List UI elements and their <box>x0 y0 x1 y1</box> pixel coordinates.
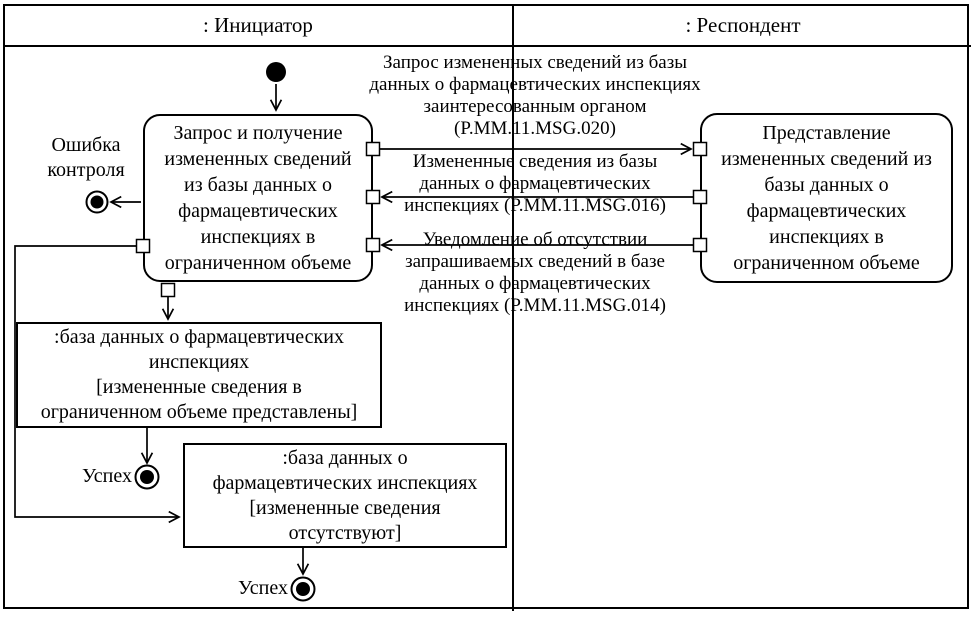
lane-title-initiator: : Инициатор <box>203 13 313 37</box>
activity-initiator-request: Запрос и получение измененных сведений и… <box>143 114 373 282</box>
object-db-provided: :база данных о фармацевтических инспекци… <box>16 322 382 428</box>
success-final-label-2: Успех <box>238 577 288 599</box>
swimlane-header-separator <box>3 45 971 47</box>
object-db-absent: :база данных о фармацевтических инспекци… <box>183 443 507 548</box>
activity-respondent-provide: Представление измененных сведений из баз… <box>700 113 953 283</box>
activity-respondent-provide-label: Представление измененных сведений из баз… <box>721 122 932 274</box>
message-absence-notice-label: Уведомление об отсутствии запрашиваемых … <box>404 229 666 316</box>
object-db-provided-label: :база данных о фармацевтических инспекци… <box>40 326 358 423</box>
diagram-frame <box>3 4 969 609</box>
message-changed-data-label: Измененные сведения из базы данных о фар… <box>404 151 666 216</box>
activity-initiator-request-label: Запрос и получение измененных сведений и… <box>164 122 352 274</box>
lane-title-respondent: : Респондент <box>685 13 801 37</box>
success-final-label-1: Успех <box>82 465 132 487</box>
error-final-label: Ошибка контроля <box>47 134 125 181</box>
object-db-absent-label: :база данных о фармацевтических инспекци… <box>212 446 478 544</box>
message-request-label: Запрос измененных сведений из базы данны… <box>369 52 701 139</box>
swimlane-divider <box>512 4 514 611</box>
